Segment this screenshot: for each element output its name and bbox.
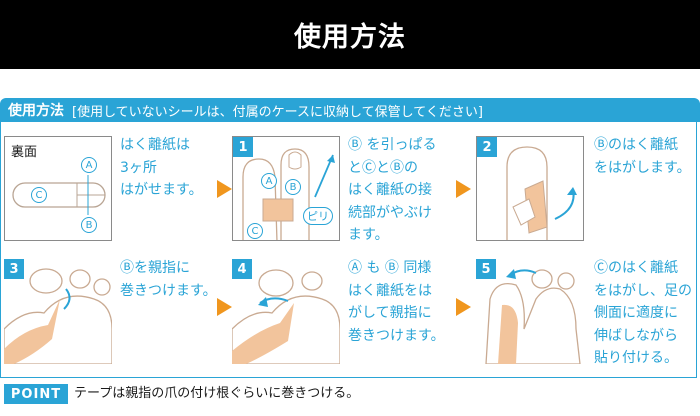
foot-side-illustration bbox=[485, 269, 581, 364]
step-back-panel: 裏面 A C B bbox=[4, 136, 112, 241]
step-3-number: 3 bbox=[4, 259, 24, 279]
step-5-number: 5 bbox=[476, 259, 496, 279]
section-bar: 使用方法 [使用していないシールは、付属のケースに収納して保管してください] bbox=[0, 98, 700, 122]
mark-b: B bbox=[285, 179, 301, 195]
step-5-panel: 5 bbox=[476, 259, 584, 364]
foot-wrap-illustration bbox=[4, 268, 112, 364]
mark-b: B bbox=[81, 217, 97, 233]
step-back-caption: はく離紙は 3ヶ所 はがせます。 bbox=[120, 137, 203, 198]
arrow-icon bbox=[217, 298, 232, 316]
step-1-number: 1 bbox=[233, 137, 253, 157]
page-header: 使用方法 bbox=[0, 0, 700, 69]
mark-c: C bbox=[31, 187, 47, 203]
step-1-caption: Ⓑ を引っぱる とⒸとⒷの はく離紙の接 続部がやぶけ ます。 bbox=[348, 137, 437, 243]
mark-c: C bbox=[247, 223, 263, 239]
section-frame bbox=[0, 122, 697, 378]
tear-callout: ピリ bbox=[303, 207, 333, 225]
arrow-icon bbox=[217, 180, 232, 198]
finger-pull-illustration bbox=[242, 148, 335, 240]
step-3-panel: 3 bbox=[4, 259, 112, 364]
step-4-number: 4 bbox=[232, 259, 252, 279]
back-label: 裏面 bbox=[11, 145, 38, 160]
foot-wrap-illustration bbox=[232, 269, 340, 364]
arrow-icon bbox=[456, 180, 471, 198]
page-title: 使用方法 bbox=[294, 22, 406, 53]
step-1-panel: 1 A B C ピリ bbox=[232, 136, 340, 241]
arrow-icon bbox=[456, 298, 471, 316]
point-badge: POINT bbox=[4, 384, 68, 404]
section-label: 使用方法 bbox=[8, 103, 64, 119]
peel-backing-illustration bbox=[506, 146, 577, 240]
step-2-number: 2 bbox=[477, 137, 497, 157]
section-note: [使用していないシールは、付属のケースに収納して保管してください] bbox=[72, 104, 483, 120]
step-2-caption: Ⓑのはく離紙 をはがします。 bbox=[594, 137, 691, 176]
step-4-caption: Ⓐ も Ⓑ 同様 はく離紙をは がして親指に 巻きつけます。 bbox=[348, 260, 445, 344]
point-text: テープは親指の爪の付け根ぐらいに巻きつける。 bbox=[74, 386, 360, 401]
step-2-panel: 2 bbox=[476, 136, 584, 241]
step-4-panel: 4 bbox=[232, 259, 340, 364]
mark-a: A bbox=[261, 173, 277, 189]
mark-a: A bbox=[81, 157, 97, 173]
step-3-caption: Ⓑを親指に 巻きつけます。 bbox=[120, 260, 217, 299]
step-5-caption: Ⓒのはく離紙 をはがし、足の 側面に適度に 伸ばしながら 貼り付ける。 bbox=[594, 260, 692, 366]
